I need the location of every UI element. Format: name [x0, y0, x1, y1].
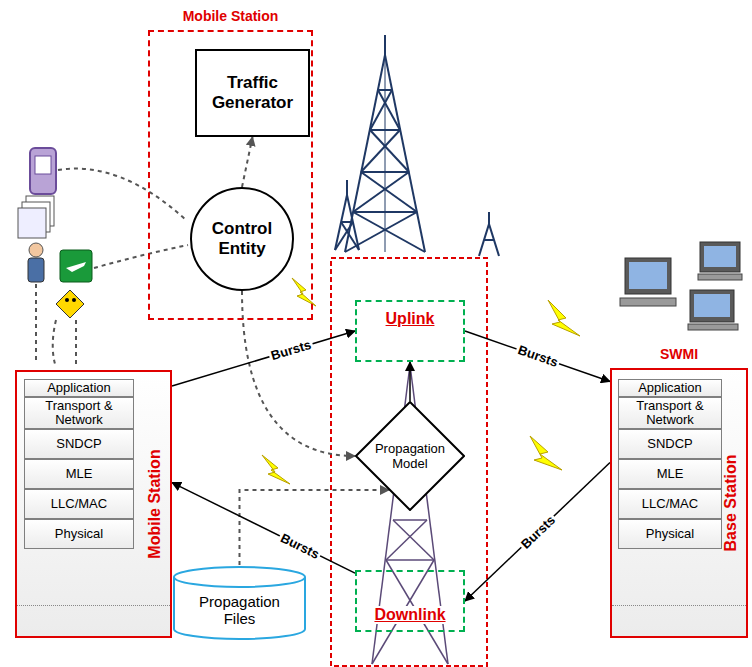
node-label: Control Entity — [192, 219, 292, 259]
small-tower — [335, 180, 359, 250]
node-label: LLC/MAC — [642, 497, 698, 511]
burst-arrow — [172, 483, 355, 574]
layer-box: Physical — [24, 519, 134, 549]
channel-region — [331, 258, 487, 666]
edge-label: Bursts — [277, 529, 324, 562]
node-label: MLE — [66, 467, 93, 481]
node-label: MLE — [657, 467, 684, 481]
control-arrow — [242, 137, 253, 187]
entity-circle: Control Entity — [190, 187, 294, 291]
downlink-box: Downlink — [355, 570, 465, 632]
protocol-stack: Mobile Station ApplicationTransport & Net… — [15, 370, 172, 638]
group-box: Mobile StationTraffic GeneratorControl E… — [148, 30, 313, 320]
leader-line — [36, 169, 188, 364]
node-label: Propagation Model — [353, 441, 467, 471]
layer-box: SNDCP — [618, 429, 722, 459]
small-tower — [479, 212, 499, 256]
node-label: Traffic Generator — [201, 73, 304, 113]
uplink-box: Uplink — [355, 300, 465, 362]
layer-box: LLC/MAC — [618, 489, 722, 519]
layer-box: Transport & Network — [24, 397, 134, 429]
radio-tower — [345, 35, 425, 252]
station-title: Mobile Station — [146, 449, 164, 558]
node-label: Downlink — [372, 606, 447, 624]
radio-bolt — [262, 278, 580, 484]
dotted-rule — [17, 605, 170, 606]
node-label: Physical — [55, 527, 103, 541]
group-title: SWMI — [660, 346, 698, 362]
vertical-title: Mobile Station — [142, 372, 168, 636]
layer-box: Application — [24, 379, 134, 397]
process-box: Traffic Generator — [195, 49, 310, 137]
burst-arrow — [172, 331, 355, 386]
burst-arrow — [465, 331, 610, 382]
burst-arrow — [465, 463, 610, 602]
node-label: Transport & Network — [622, 399, 718, 427]
layer-box: Transport & Network — [618, 397, 722, 429]
protocol-stack: SWMIBase StationApplicationTransport & N… — [610, 368, 748, 638]
node-label: Application — [47, 381, 111, 395]
dotted-rule — [612, 605, 746, 606]
node-label: Application — [638, 381, 702, 395]
node-label: Transport & Network — [28, 399, 130, 427]
control-arrow — [242, 291, 355, 456]
edge-label: Bursts — [514, 342, 562, 371]
edge-label: Bursts — [267, 337, 315, 364]
node-label: Uplink — [384, 310, 437, 328]
layer-box: Physical — [618, 519, 722, 549]
layer-box: Application — [618, 379, 722, 397]
node-label: LLC/MAC — [51, 497, 107, 511]
node-label: Physical — [646, 527, 694, 541]
computer-icon — [620, 242, 742, 330]
node-label: SNDCP — [647, 437, 693, 451]
node-label: SNDCP — [56, 437, 102, 451]
layer-box: SNDCP — [24, 429, 134, 459]
user-icons — [18, 148, 92, 318]
layer-box: MLE — [618, 459, 722, 489]
group-title: Mobile Station — [183, 8, 279, 24]
layer-box: LLC/MAC — [24, 489, 134, 519]
edge-label: Bursts — [516, 511, 559, 553]
node-label: Propagation Files — [172, 593, 307, 627]
decision-diamond: Propagation Model — [355, 401, 465, 511]
vertical-title: Base Station — [718, 370, 744, 636]
storage-cylinder: Propagation Files — [172, 565, 307, 641]
burst-arrow — [409, 362, 411, 401]
layer-box: MLE — [24, 459, 134, 489]
station-title: Base Station — [722, 455, 740, 552]
